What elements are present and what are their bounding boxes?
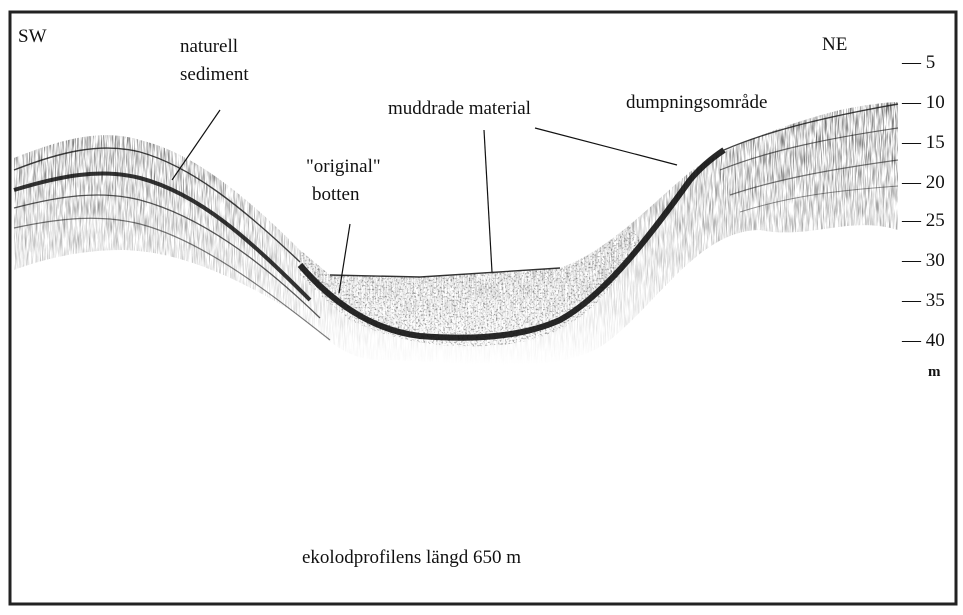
label-natural-sediment-1: naturell — [180, 36, 238, 57]
label-dredged-material: muddrade material — [388, 98, 531, 119]
label-natural-sediment-2: sediment — [180, 64, 249, 85]
depth-tick: — 35 — [901, 290, 945, 311]
label-original-bottom-1: "original" — [306, 156, 381, 177]
label-ne: NE — [822, 34, 847, 55]
depth-tick: — 10 — [901, 92, 945, 113]
depth-unit: m — [928, 364, 941, 380]
depth-tick: — 15 — [901, 132, 945, 153]
depth-tick: — 20 — [901, 172, 945, 193]
depth-tick: — 30 — [901, 250, 945, 271]
label-original-bottom-2: botten — [312, 184, 360, 205]
depth-tick: — 5 — [901, 52, 935, 73]
depth-tick: — 40 — [901, 330, 945, 351]
label-sw: SW — [18, 26, 47, 47]
label-dumping-area: dumpningsområde — [626, 92, 767, 113]
depth-scale: — 5 — 10 — 15 — 20 — 25 — 30 — 35 — 40 m — [901, 52, 945, 380]
depth-tick: — 25 — [901, 210, 945, 231]
profile-length-caption: ekolodprofilens längd 650 m — [302, 547, 521, 568]
